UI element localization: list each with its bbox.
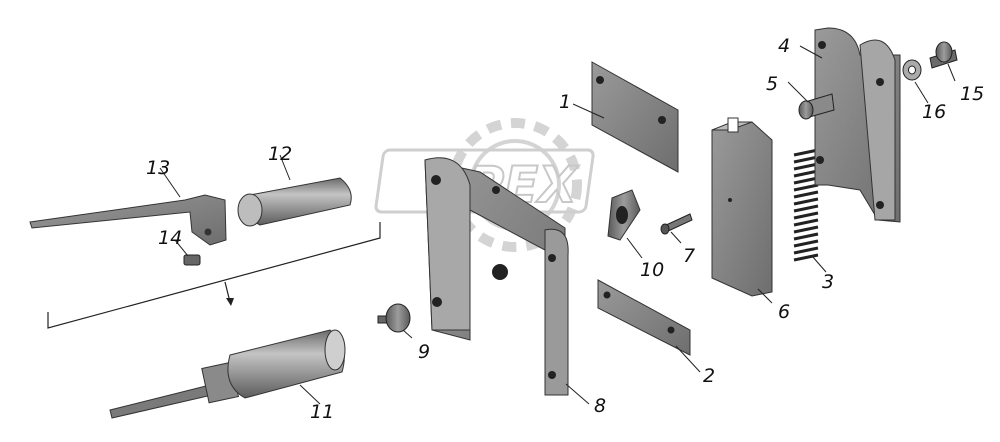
callout-16: 16	[922, 101, 946, 123]
callout-5: 5	[766, 73, 778, 95]
callout-4: 4	[778, 35, 790, 57]
part-2-strip	[597, 279, 691, 356]
part-15-bolt	[929, 41, 958, 69]
callout-1: 1	[559, 91, 571, 113]
leader-lines	[159, 45, 956, 405]
callout-8: 8	[594, 395, 606, 417]
part-8-hinge-bracket	[424, 157, 569, 396]
part-11-key	[109, 329, 346, 419]
callout-15: 15	[960, 83, 984, 105]
part-3-spring	[793, 148, 819, 262]
part-4-hinge-leaf	[814, 27, 901, 223]
callout-13: 13	[146, 157, 170, 179]
part-1-plate	[591, 61, 679, 173]
part-7-bolt	[660, 213, 693, 235]
callout-9: 9	[418, 341, 430, 363]
callout-6: 6	[778, 301, 790, 323]
callout-14: 14	[158, 227, 182, 249]
part-10-washer	[607, 189, 641, 241]
part-14-screw	[183, 254, 201, 266]
callout-2: 2	[703, 365, 715, 387]
callout-7: 7	[683, 245, 695, 267]
callout-11: 11	[310, 401, 334, 423]
callout-3: 3	[822, 271, 834, 293]
part-16-washer	[902, 59, 922, 81]
part-5-stud	[798, 93, 835, 120]
part-6-block	[711, 117, 773, 297]
part-13-lever	[29, 194, 227, 246]
part-9-knob	[377, 303, 411, 333]
callout-labels: 1 2 3 4 5 6 7 8 9 10 11 12 13 14 15 16	[146, 35, 984, 423]
callout-10: 10	[640, 259, 664, 281]
callout-12: 12	[268, 143, 292, 165]
subassembly-bracket	[47, 222, 381, 329]
part-12-pin	[237, 177, 352, 227]
